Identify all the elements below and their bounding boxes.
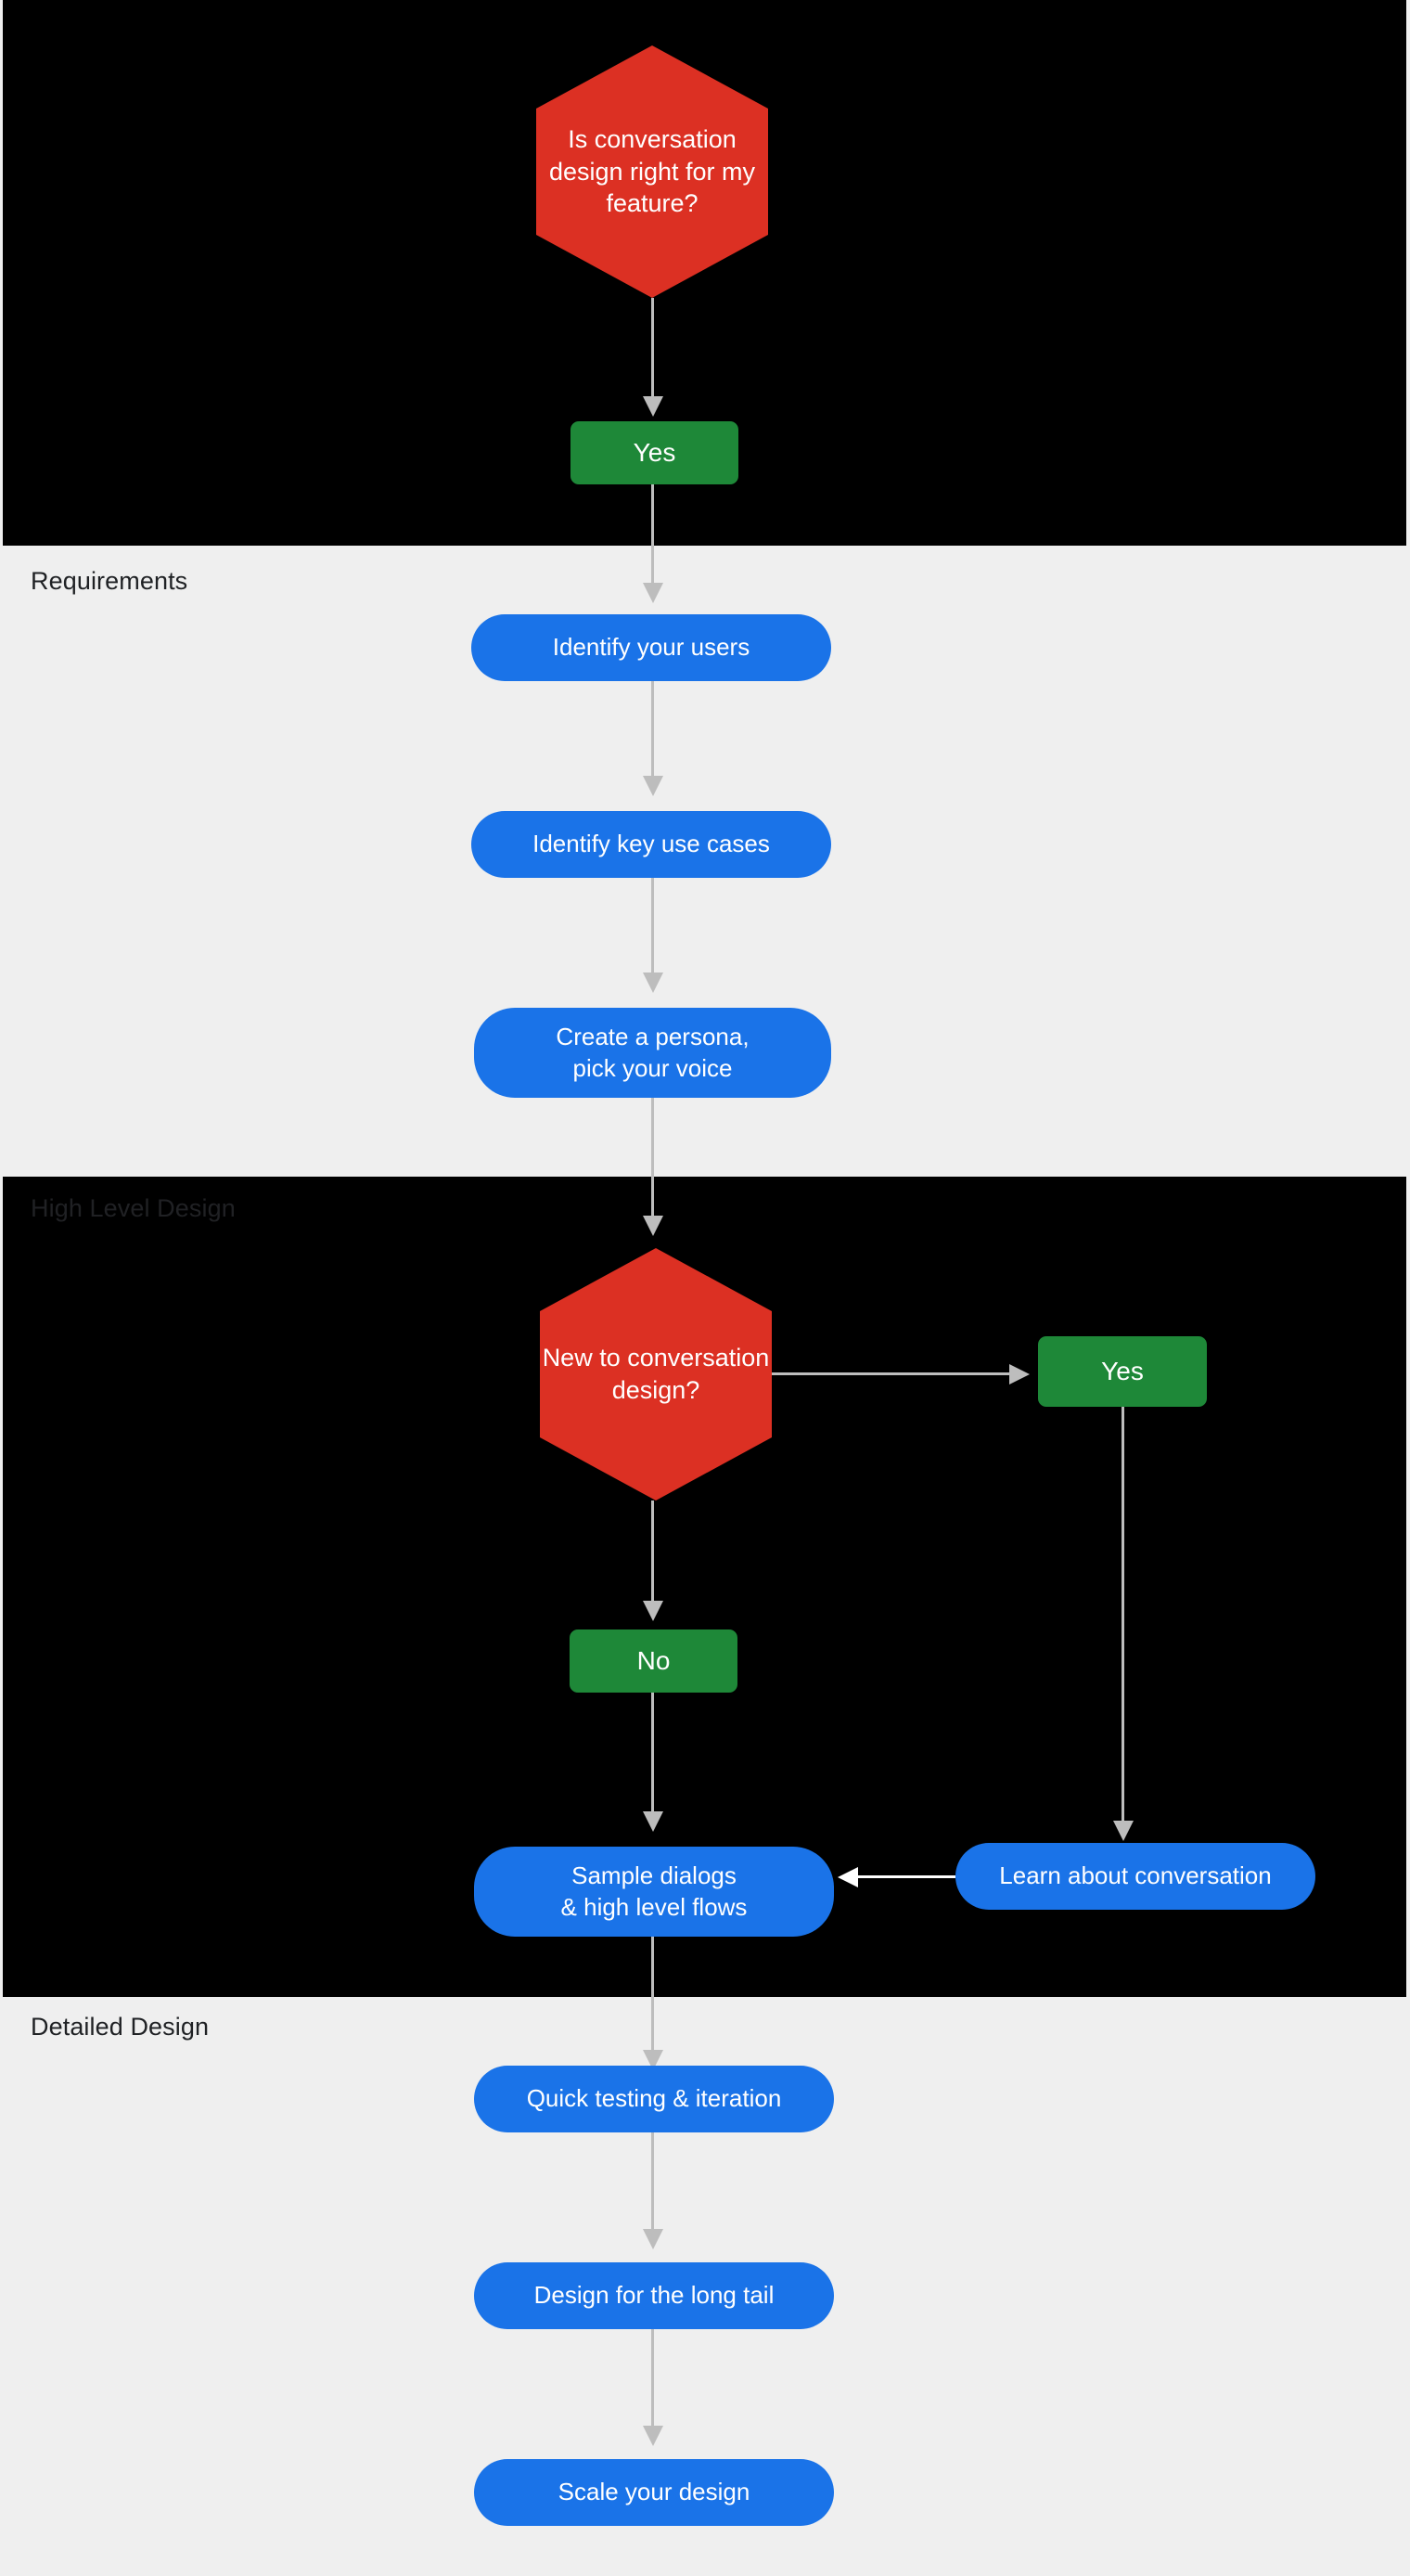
decision-new-to-conversation-design[interactable]: New to conversation design?: [540, 1248, 772, 1501]
answer-yes-1[interactable]: Yes: [570, 421, 738, 484]
step-sample-dialogs-line-1: Sample dialogs: [571, 1861, 737, 1890]
connector-persona-to-decision2: [651, 1098, 654, 1217]
connector-learn-to-sample-dialogs: [858, 1875, 955, 1878]
arrowhead-users-to-usecases: [643, 776, 663, 796]
connector-yes2-to-learn: [1122, 1407, 1124, 1823]
answer-no-2[interactable]: No: [570, 1629, 737, 1693]
arrowhead-yes1-to-identify-users: [643, 583, 663, 603]
step-sample-dialogs-high-level-flows[interactable]: Sample dialogs & high level flows: [474, 1847, 834, 1937]
step-create-persona-line-1: Create a persona,: [556, 1023, 750, 1051]
arrowhead-decision2-to-yes2: [1009, 1364, 1030, 1385]
step-quick-testing-iteration[interactable]: Quick testing & iteration: [474, 2066, 834, 2132]
connector-usecases-to-persona: [651, 878, 654, 974]
arrowhead-quick-testing-to-long-tail: [643, 2229, 663, 2249]
step-identify-your-users[interactable]: Identify your users: [471, 614, 831, 681]
connector-no-to-sample-dialogs: [651, 1693, 654, 1813]
arrowhead-no-to-sample-dialogs: [643, 1811, 663, 1832]
arrowhead-decision1-to-yes1: [643, 396, 663, 417]
connector-users-to-usecases: [651, 681, 654, 778]
band-label-detailed-design: Detailed Design: [31, 2013, 210, 2041]
band-label-requirements: Requirements: [31, 567, 188, 595]
arrowhead-decision2-to-no: [643, 1601, 663, 1621]
answer-yes-2[interactable]: Yes: [1038, 1336, 1207, 1407]
arrowhead-yes2-to-learn: [1113, 1821, 1134, 1841]
arrowhead-sample-dialogs-to-quick-testing: [643, 2050, 663, 2070]
band-label-high-level-design: High Level Design: [31, 1194, 236, 1222]
connector-yes1-to-identify-users: [651, 484, 654, 585]
arrowhead-learn-to-sample-dialogs: [838, 1867, 858, 1887]
connector-decision2-to-no: [651, 1501, 654, 1603]
step-design-for-long-tail[interactable]: Design for the long tail: [474, 2262, 834, 2329]
step-create-persona-line-2: pick your voice: [572, 1053, 733, 1082]
decision-is-conversation-design-right[interactable]: Is conversation design right for my feat…: [536, 45, 768, 298]
step-learn-about-conversation[interactable]: Learn about conversation: [955, 1843, 1315, 1910]
step-sample-dialogs-line-2: & high level flows: [560, 1892, 748, 1921]
step-identify-key-use-cases[interactable]: Identify key use cases: [471, 811, 831, 878]
connector-long-tail-to-scale: [651, 2329, 654, 2428]
connector-sample-dialogs-to-quick-testing: [651, 1937, 654, 2052]
step-scale-your-design[interactable]: Scale your design: [474, 2459, 834, 2526]
connector-quick-testing-to-long-tail: [651, 2132, 654, 2231]
arrowhead-usecases-to-persona: [643, 972, 663, 993]
connector-decision2-to-yes2: [772, 1372, 1011, 1375]
connector-decision1-to-yes1: [651, 298, 654, 398]
arrowhead-long-tail-to-scale: [643, 2426, 663, 2446]
arrowhead-persona-to-decision2: [643, 1216, 663, 1236]
step-create-persona-pick-voice[interactable]: Create a persona, pick your voice: [474, 1008, 831, 1098]
